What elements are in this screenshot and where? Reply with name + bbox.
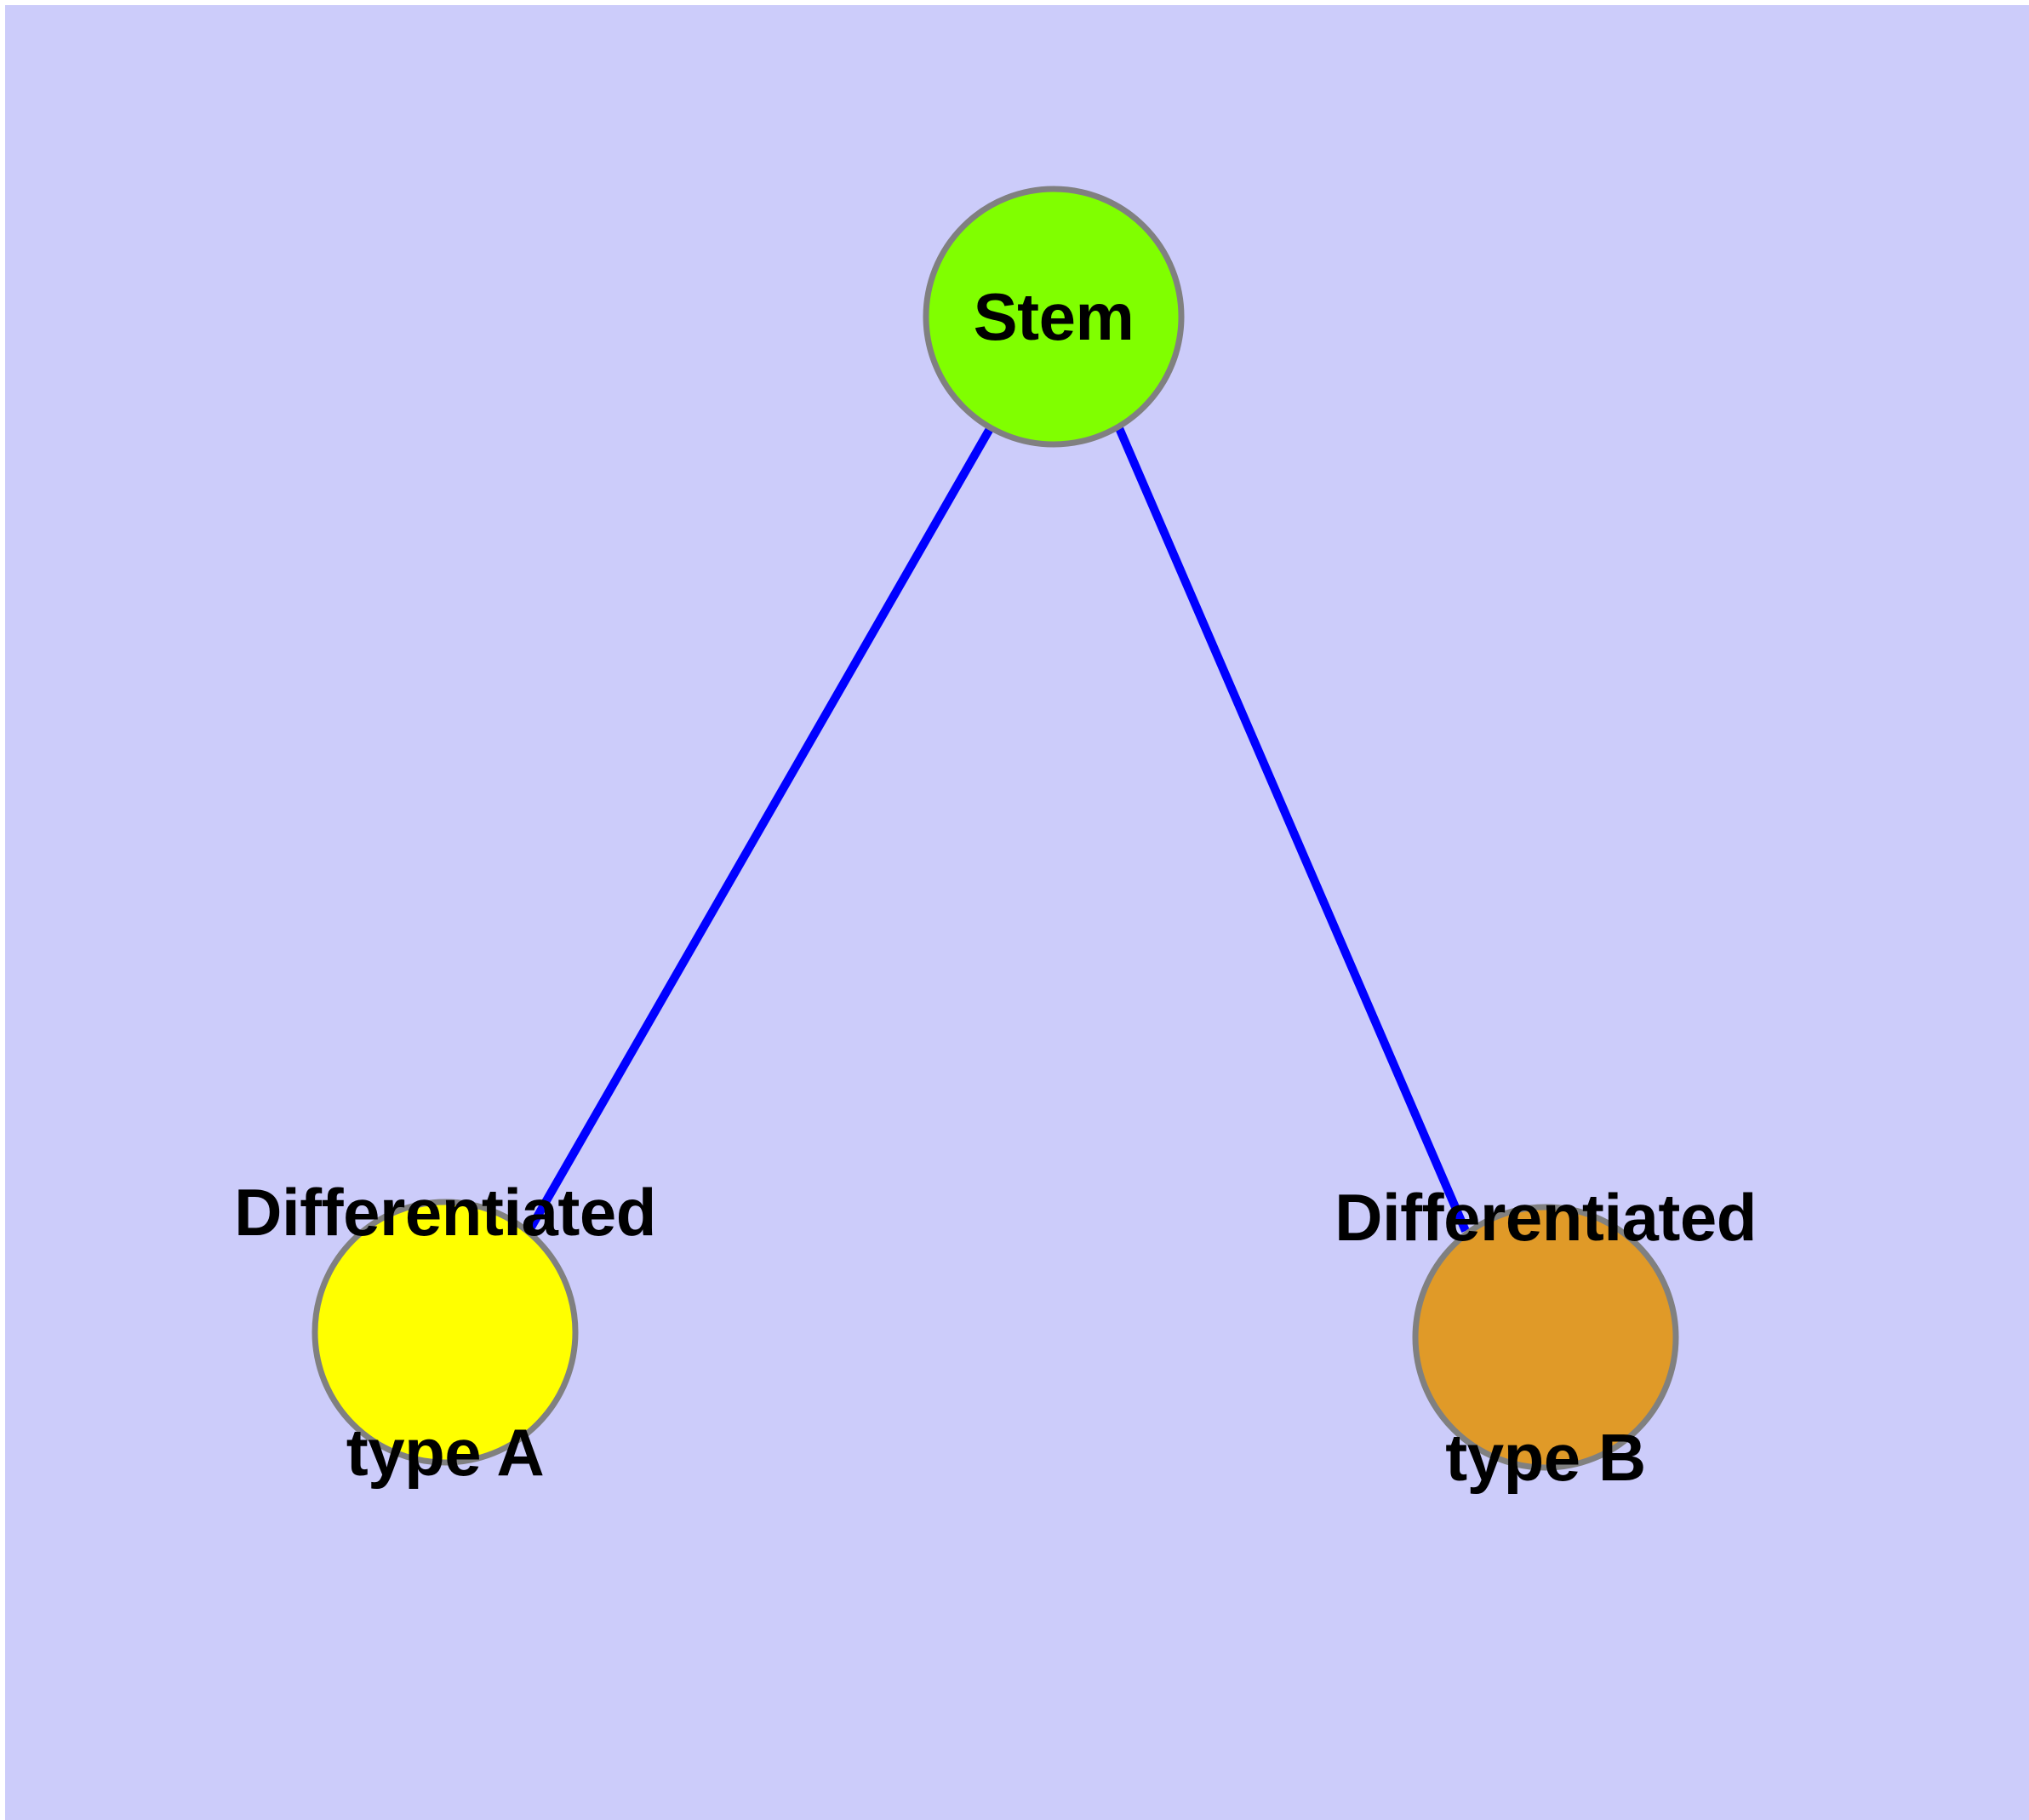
node-differentiated-type-a[interactable] (312, 1199, 579, 1466)
node-stem[interactable] (923, 186, 1185, 448)
edge-stem-to-differentiated-b (1115, 426, 1470, 1233)
node-circle-stem[interactable] (923, 186, 1185, 448)
node-layer (311, 186, 1679, 1471)
edge-stem-to-differentiated-a (524, 425, 995, 1234)
node-circle-differentiated-type-a[interactable] (311, 1199, 579, 1466)
node-circle-differentiated-type-b[interactable] (1412, 1204, 1679, 1471)
edge-layer (524, 425, 1470, 1234)
node-differentiated-type-b[interactable] (1413, 1205, 1679, 1471)
